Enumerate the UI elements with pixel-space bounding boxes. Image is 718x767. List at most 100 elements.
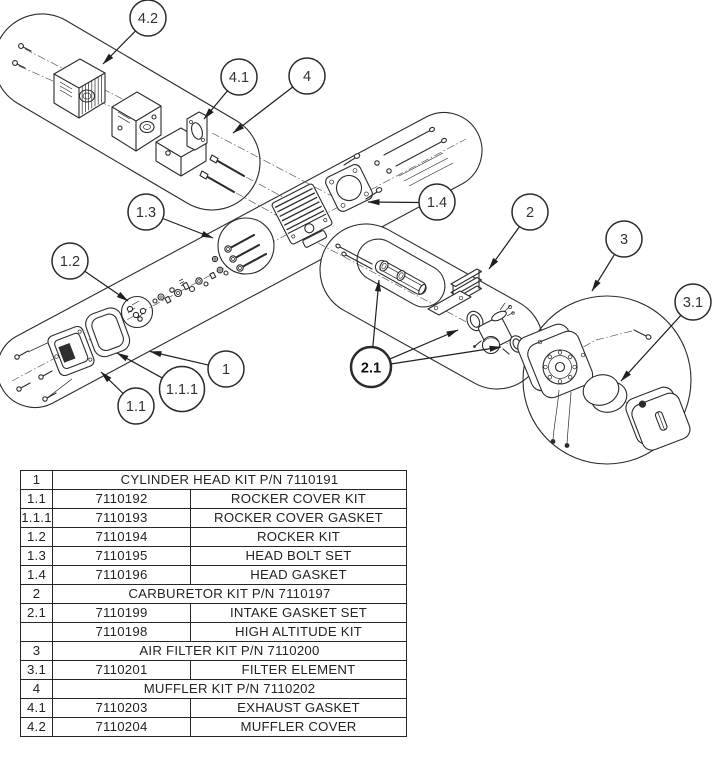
cell-desc: MUFFLER KIT P/N 7110202	[51, 679, 408, 699]
valve-train-parts	[152, 266, 229, 304]
balloon-1-1-1: 1.1.1	[158, 365, 206, 413]
rocker-cover-gasket-part	[85, 307, 131, 358]
balloon-1-3: 1.3	[127, 193, 165, 231]
leader-1-1-1	[116, 352, 164, 379]
cell-item: 1	[20, 470, 53, 490]
cell-item: 1.2	[20, 527, 53, 547]
cell-item: 2	[20, 584, 53, 604]
head-gasket-part	[325, 164, 373, 212]
table-row: 1.1.1 7110193 ROCKER COVER GASKET	[20, 508, 408, 528]
cell-item: 1.1.1	[20, 508, 53, 528]
cell-desc: EXHAUST GASKET	[189, 698, 408, 718]
cell-desc: ROCKER KIT	[189, 527, 408, 547]
svg-text:3: 3	[620, 232, 628, 248]
air-filter-kit-boundary	[522, 295, 692, 465]
cell-item: 1.4	[20, 565, 53, 585]
svg-text:3.1: 3.1	[683, 295, 703, 311]
air-filter-breather-tubes	[550, 389, 572, 448]
balloon-1-4: 1.4	[418, 183, 456, 221]
svg-text:4: 4	[303, 69, 311, 85]
air-filter-kit-group	[517, 295, 692, 465]
cell-item: 3.1	[20, 660, 53, 680]
cell-desc: HIGH ALTITUDE KIT	[189, 622, 408, 642]
cell-desc: CARBURETOR KIT P/N 7110197	[51, 584, 408, 604]
cell-desc: HEAD BOLT SET	[189, 546, 408, 566]
cell-part: 7110195	[52, 546, 191, 566]
cylinder-head-kit-group	[14, 126, 454, 402]
air-filter-cover-part	[625, 386, 691, 451]
leader-4-1	[203, 90, 228, 120]
intake-manifold-part	[427, 268, 483, 316]
svg-text:2: 2	[526, 205, 534, 221]
leader-1-1	[100, 371, 124, 394]
svg-text:1.3: 1.3	[136, 205, 156, 221]
intake-tube-parts	[356, 238, 446, 308]
svg-text:1.1.1: 1.1.1	[166, 382, 198, 398]
muffler-kit-group	[12, 43, 246, 194]
leader-1	[149, 350, 209, 366]
cell-part: 7110194	[52, 527, 191, 547]
balloon-1-1: 1.1	[117, 387, 155, 425]
balloon-1: 1	[207, 350, 245, 388]
table-row: 1.2 7110194 ROCKER KIT	[20, 527, 408, 547]
cell-part: 7110199	[52, 603, 191, 623]
filter-element-part	[582, 374, 628, 413]
cell-item: 2.1	[20, 603, 53, 623]
cell-desc: MUFFLER COVER	[189, 717, 408, 737]
leader-1-2	[84, 270, 129, 302]
muffler-bolts	[199, 154, 246, 194]
cell-part: 7110204	[52, 717, 191, 737]
balloon-2-1: 2.1	[349, 345, 393, 389]
intake-gasket-middle	[466, 310, 484, 332]
leader-1-3	[162, 217, 214, 239]
table-row: 4 MUFFLER KIT P/N 7110202	[20, 679, 408, 699]
leader-2-1-b	[389, 329, 459, 360]
exhaust-gasket-part	[186, 111, 208, 151]
svg-text:1.4: 1.4	[427, 195, 447, 211]
cell-desc: INTAKE GASKET SET	[189, 603, 408, 623]
balloon-3-1: 3.1	[674, 283, 712, 321]
balloon-3: 3	[605, 220, 643, 258]
svg-text:1.1: 1.1	[126, 399, 146, 415]
cell-item: 4	[20, 679, 53, 699]
balloon-4: 4	[288, 57, 326, 95]
parts-table: 1 CYLINDER HEAD KIT P/N 7110191 1.1 7110…	[20, 470, 408, 737]
cell-item	[20, 622, 53, 642]
balloon-4-2: 4.2	[129, 0, 167, 37]
table-row: 1.1 7110192 ROCKER COVER KIT	[20, 489, 408, 509]
svg-text:4.1: 4.1	[229, 70, 249, 86]
leader-3	[591, 253, 616, 292]
cylinder-head-part	[271, 183, 333, 248]
rocker-kit-parts	[120, 295, 154, 329]
svg-text:1: 1	[222, 362, 230, 378]
leader-4	[232, 86, 294, 134]
cell-part: 7110198	[52, 622, 191, 642]
carburetor-kit-group	[335, 238, 525, 355]
table-row: 4.2 7110204 MUFFLER COVER	[20, 717, 408, 737]
table-row: 1.4 7110196 HEAD GASKET	[20, 565, 408, 585]
cell-desc: ROCKER COVER KIT	[189, 489, 408, 509]
table-row: 3.1 7110201 FILTER ELEMENT	[20, 660, 408, 680]
cell-desc: FILTER ELEMENT	[189, 660, 408, 680]
cell-desc: CYLINDER HEAD KIT P/N 7110191	[51, 470, 408, 490]
muffler-body-part	[111, 91, 162, 152]
head-bolt-set-parts	[211, 217, 275, 275]
carburetor-part	[473, 302, 515, 355]
table-row: 7110198 HIGH ALTITUDE KIT	[20, 622, 408, 642]
leader-2-1-c	[390, 345, 502, 365]
cell-part: 7110201	[52, 660, 191, 680]
svg-text:1.2: 1.2	[60, 254, 80, 270]
cell-item: 1.3	[20, 546, 53, 566]
leader-4-2	[102, 30, 136, 65]
cell-item: 4.2	[20, 717, 53, 737]
leader-1-4	[367, 199, 420, 206]
table-row: 1 CYLINDER HEAD KIT P/N 7110191	[20, 470, 408, 490]
cell-desc: ROCKER COVER GASKET	[189, 508, 408, 528]
muffler-screws	[12, 43, 32, 69]
leader-2	[488, 226, 520, 270]
table-row: 2.1 7110199 INTAKE GASKET SET	[20, 603, 408, 623]
rocker-cover-part	[47, 325, 95, 377]
cell-desc: HEAD GASKET	[189, 565, 408, 585]
balloon-1-2: 1.2	[51, 242, 89, 280]
